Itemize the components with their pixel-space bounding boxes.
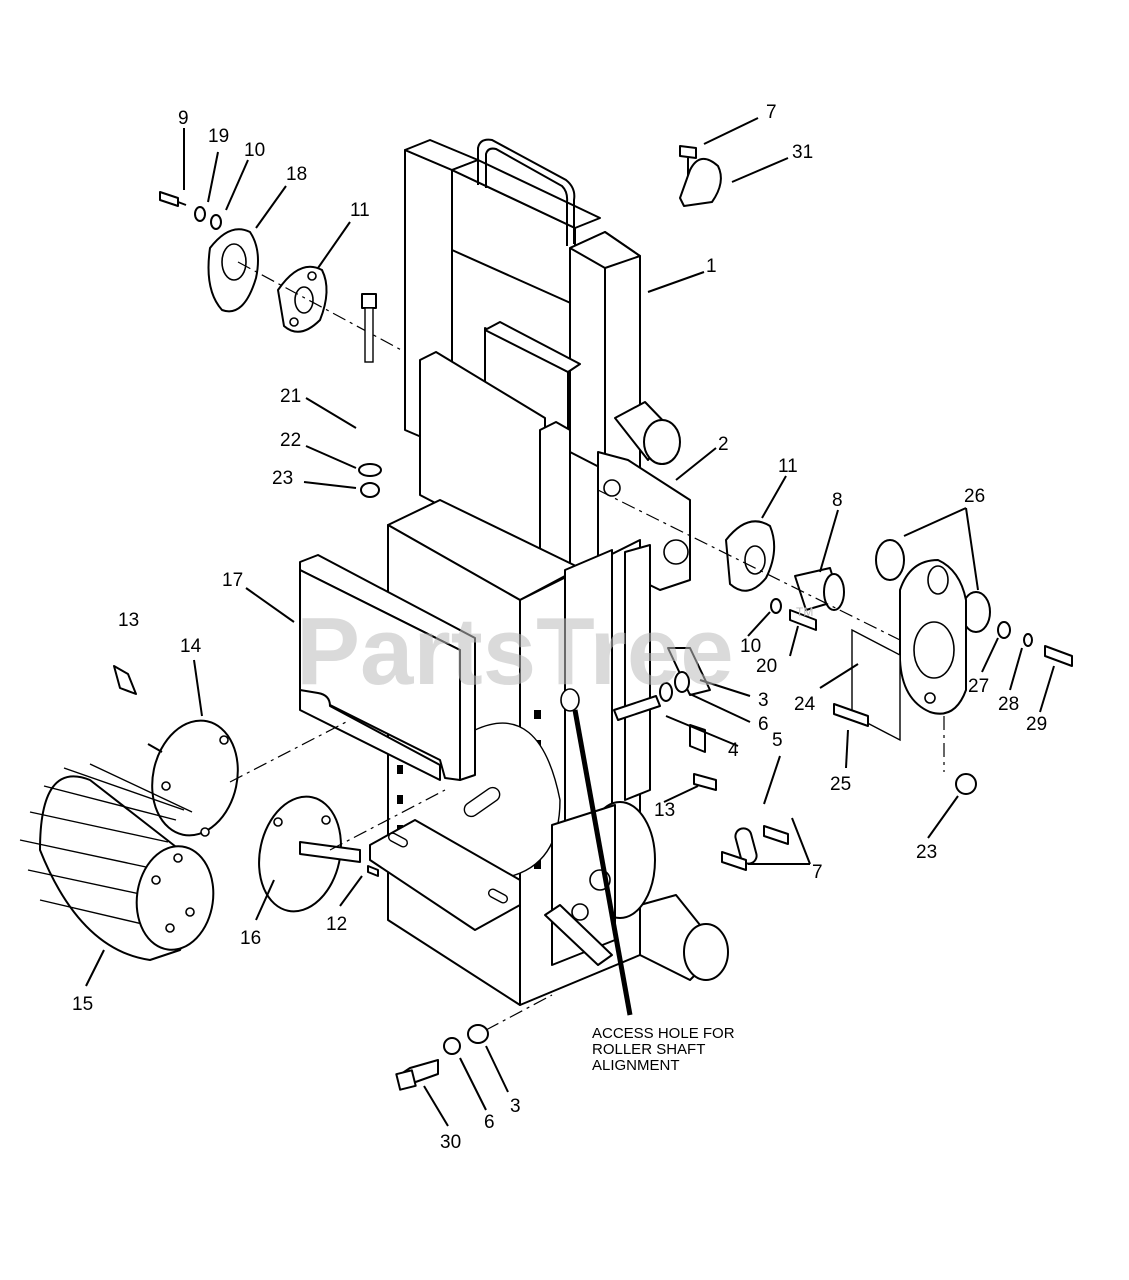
callouts: 9 19 10 18 11 7 31 1 21 22 23 2 11 8 26 … (72, 102, 1047, 1153)
note-line-3: ALIGNMENT (592, 1057, 680, 1074)
housing (369, 351, 729, 1016)
callout-21: 21 (280, 386, 301, 407)
leader-lines (85, 117, 1055, 1127)
clip-assembly (679, 145, 722, 207)
watermark-text: PartsTree (296, 598, 734, 705)
callout-4: 4 (728, 740, 739, 761)
roller-assembly (19, 665, 446, 961)
callout-23-right: 23 (916, 842, 937, 863)
callout-27: 27 (968, 676, 989, 697)
callout-16: 16 (240, 928, 261, 949)
callout-13-left: 13 (118, 610, 139, 631)
bolt-stack (358, 293, 382, 498)
callout-20: 20 (756, 656, 777, 677)
callout-12: 12 (326, 914, 347, 935)
callout-11-right: 11 (778, 456, 798, 477)
note-line-1: ACCESS HOLE FOR (592, 1025, 735, 1042)
callout-3-right: 3 (758, 690, 769, 711)
callout-13-right: 13 (654, 800, 675, 821)
roller-fins (19, 763, 215, 961)
callout-26: 26 (964, 486, 985, 507)
watermark: PartsTree TM (296, 598, 813, 705)
callout-9: 9 (178, 108, 189, 129)
callout-29: 29 (1026, 714, 1047, 735)
callout-5: 5 (772, 730, 783, 751)
callout-18: 18 (286, 164, 307, 185)
center-hardware (613, 671, 789, 871)
callout-19: 19 (208, 126, 229, 147)
callout-7-lower: 7 (812, 862, 823, 883)
callout-6-bottom: 6 (484, 1112, 495, 1133)
note-line-2: ROLLER SHAFT (592, 1041, 705, 1058)
callout-31: 31 (792, 142, 813, 163)
callout-24: 24 (794, 694, 816, 715)
callout-2: 2 (718, 434, 729, 455)
callout-25: 25 (830, 774, 851, 795)
callout-11: 11 (350, 200, 370, 221)
callout-30: 30 (440, 1132, 461, 1153)
callout-3-bottom: 3 (510, 1096, 521, 1117)
bearing-assembly-left (159, 191, 406, 353)
callout-14: 14 (180, 636, 202, 657)
callout-6-right: 6 (758, 714, 769, 735)
callout-1: 1 (706, 256, 717, 277)
callout-17: 17 (222, 570, 243, 591)
callout-22: 22 (280, 430, 301, 451)
callout-10-right: 10 (740, 636, 761, 657)
callout-23: 23 (272, 468, 293, 489)
callout-8: 8 (832, 490, 843, 511)
access-hole-note: ACCESS HOLE FOR ROLLER SHAFT ALIGNMENT (592, 1025, 735, 1074)
shield-plate (299, 554, 476, 781)
upper-roller-stub (614, 401, 681, 465)
callout-28: 28 (998, 694, 1019, 715)
callout-10: 10 (244, 140, 265, 161)
access-hole (560, 688, 580, 712)
bottom-hardware (395, 994, 553, 1091)
watermark-trademark: TM (796, 605, 813, 619)
bearing-assembly-right (597, 489, 1073, 795)
callout-7: 7 (766, 102, 777, 123)
callout-15: 15 (72, 994, 93, 1015)
